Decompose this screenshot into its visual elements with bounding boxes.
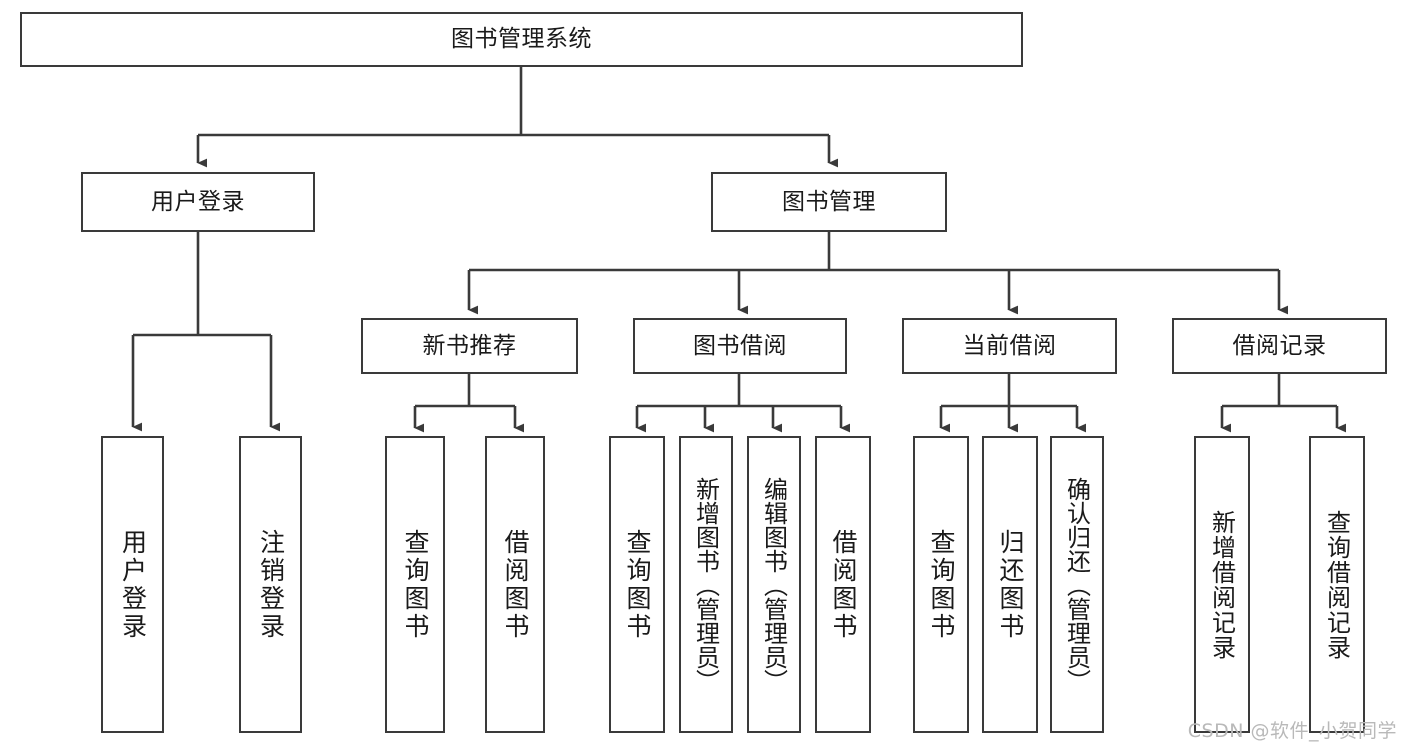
node-new-book-recommend[interactable]: 新书推荐 bbox=[361, 318, 578, 374]
node-label: 图书管理系统 bbox=[451, 26, 592, 53]
node-label: 编辑图书（管理员） bbox=[759, 476, 788, 693]
node-label: 查询借阅记录 bbox=[1322, 509, 1351, 660]
node-label: 借阅记录 bbox=[1232, 332, 1327, 359]
node-book-manage[interactable]: 图书管理 bbox=[711, 172, 947, 232]
node-leaf-user-logout[interactable]: 注销登录 bbox=[239, 436, 302, 733]
node-current-borrow[interactable]: 当前借阅 bbox=[902, 318, 1117, 374]
node-borrow-record[interactable]: 借阅记录 bbox=[1172, 318, 1387, 374]
node-leaf-query-book-2[interactable]: 查询图书 bbox=[609, 436, 665, 733]
node-label: 确认归还（管理员） bbox=[1062, 476, 1091, 693]
node-label: 借阅图书 bbox=[829, 528, 858, 641]
node-label: 新增图书（管理员） bbox=[691, 476, 720, 693]
node-leaf-user-login[interactable]: 用户登录 bbox=[101, 436, 164, 733]
node-label: 注销登录 bbox=[256, 528, 286, 641]
node-leaf-borrow-book-1[interactable]: 借阅图书 bbox=[485, 436, 545, 733]
node-label: 图书管理 bbox=[782, 188, 876, 215]
node-label: 查询图书 bbox=[401, 528, 430, 641]
node-label: 归还图书 bbox=[996, 528, 1025, 641]
node-leaf-query-record[interactable]: 查询借阅记录 bbox=[1309, 436, 1365, 733]
node-leaf-return-book[interactable]: 归还图书 bbox=[982, 436, 1038, 733]
node-leaf-add-record[interactable]: 新增借阅记录 bbox=[1194, 436, 1250, 733]
node-label: 借阅图书 bbox=[501, 528, 530, 641]
node-label: 图书借阅 bbox=[693, 332, 787, 359]
node-label: 查询图书 bbox=[623, 528, 652, 641]
node-leaf-add-book[interactable]: 新增图书（管理员） bbox=[679, 436, 733, 733]
node-label: 新增借阅记录 bbox=[1207, 509, 1236, 660]
csdn-watermark: CSDN @软件_小贺同学 bbox=[1187, 720, 1397, 742]
node-leaf-confirm-return[interactable]: 确认归还（管理员） bbox=[1050, 436, 1104, 733]
node-user-login[interactable]: 用户登录 bbox=[81, 172, 315, 232]
node-label: 新书推荐 bbox=[422, 332, 517, 359]
node-leaf-edit-book[interactable]: 编辑图书（管理员） bbox=[747, 436, 801, 733]
node-book-borrow[interactable]: 图书借阅 bbox=[633, 318, 847, 374]
node-leaf-query-book-3[interactable]: 查询图书 bbox=[913, 436, 969, 733]
node-label: 用户登录 bbox=[151, 188, 245, 215]
node-label: 用户登录 bbox=[118, 528, 148, 641]
node-leaf-query-book-1[interactable]: 查询图书 bbox=[385, 436, 445, 733]
node-leaf-borrow-book-2[interactable]: 借阅图书 bbox=[815, 436, 871, 733]
node-root-book-management-system[interactable]: 图书管理系统 bbox=[20, 12, 1023, 67]
node-label: 查询图书 bbox=[927, 528, 956, 641]
node-label: 当前借阅 bbox=[962, 332, 1057, 359]
